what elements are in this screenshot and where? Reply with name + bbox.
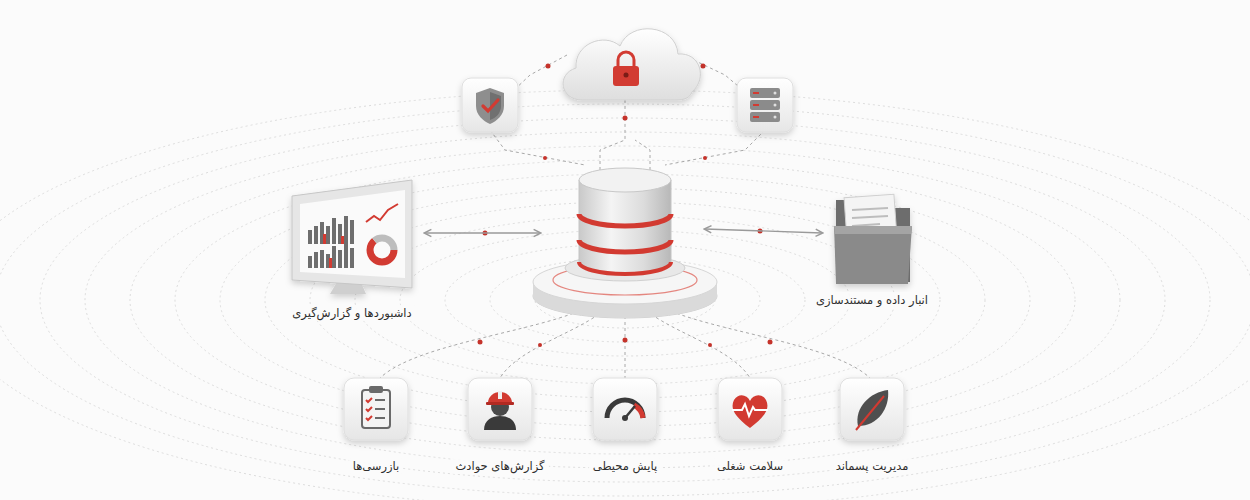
shield-icon [462,78,518,132]
ground-ring [130,146,1120,454]
icon-label: داشبوردها و گزارش‌گیری [288,305,415,321]
monitor-icon [292,180,412,294]
gauge-tile [593,378,657,440]
ground-ring [0,90,1250,500]
label-text: پایش محیطی [589,458,661,474]
label-text: انبار داده و مستندسازی [812,292,932,308]
label-text: بازرسی‌ها [349,458,404,474]
accident-tile [468,378,532,440]
leaf-tile [840,378,904,440]
ground-ring [0,104,1250,496]
server-icon [737,78,793,132]
icon-label: سلامت شغلی [713,458,787,474]
wire-dots [478,64,773,348]
icon-label: بازرسی‌ها [349,458,404,474]
icon-label: پایش محیطی [589,458,661,474]
cloud-icon [563,29,700,100]
wires [380,55,870,378]
icon-label: انبار داده و مستندسازی [812,292,932,308]
icon-label: گزارش‌های حوادث [451,458,548,474]
label-text: داشبوردها و گزارش‌گیری [288,305,415,321]
ground-rings [0,90,1250,500]
ground-ring [175,160,1075,440]
label-text: سلامت شغلی [713,458,787,474]
label-text: گزارش‌های حوادث [451,458,548,474]
database-icon [533,168,717,318]
inspection-tile [344,378,408,440]
label-text: مدیریت پسماند [832,458,913,474]
ground-ring [85,132,1165,468]
heart-tile [718,378,782,440]
folder-icon [834,194,912,284]
ground-ring [40,118,1210,482]
icon-label: مدیریت پسماند [832,458,913,474]
